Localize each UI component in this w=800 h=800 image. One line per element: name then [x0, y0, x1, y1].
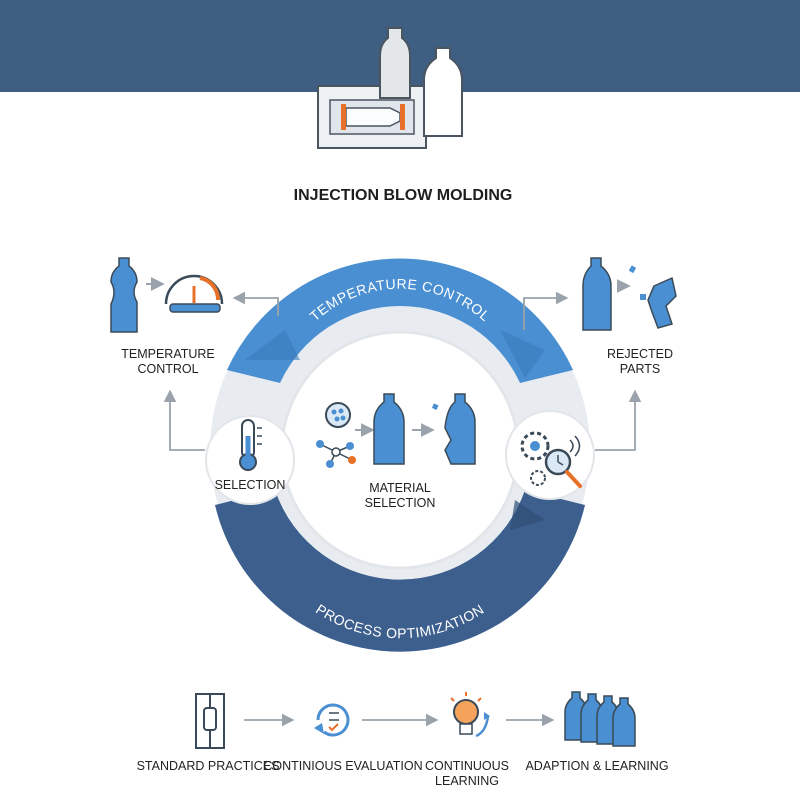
gauge-icon: [164, 274, 224, 313]
bottle-icon-right: [582, 257, 612, 331]
zipper-icon: [195, 693, 225, 749]
left-panel-line2: CONTROL: [137, 362, 198, 376]
warped-bottle-icon: [110, 257, 138, 333]
bottle-icon: [373, 393, 405, 465]
gear-magnifier-icon: [520, 431, 582, 488]
left-panel-line1: TEMPERATURE: [121, 347, 215, 361]
process-cycle: TEMPERATURE CONTROL PROCESS OPTIMIZATION…: [205, 258, 595, 652]
step-3-label-line1: CONTINUOUS: [425, 759, 509, 773]
molding-machine-illustration: [317, 27, 463, 149]
center-label-line1: MATERIAL: [369, 481, 431, 495]
right-panel-line1: REJECTED: [607, 347, 673, 361]
center-label-line2: SELECTION: [365, 496, 436, 510]
broken-bottle-icon: [628, 265, 677, 329]
steps-row: STANDARD PRACTICES CONTINIOUS EVALUATION…: [137, 691, 669, 788]
diagram-title: INJECTION BLOW MOLDING: [294, 187, 513, 204]
step-2-label: CONTINIOUS EVALUATION: [263, 759, 422, 773]
lightbulb-icon: [450, 692, 490, 738]
step-3-label-line2: LEARNING: [435, 774, 499, 788]
step-1-label: STANDARD PRACTICES: [137, 759, 280, 773]
molecule-icon: [316, 402, 356, 468]
rejected-parts-panel: REJECTED PARTS: [582, 257, 677, 376]
right-panel-line2: PARTS: [620, 362, 661, 376]
left-node-label: SELECTION: [215, 478, 286, 492]
thermometer-icon: [239, 419, 262, 471]
bottle-group-icon: [564, 691, 636, 747]
temperature-control-panel: TEMPERATURE CONTROL: [110, 257, 224, 376]
step-4-label: ADAPTION & LEARNING: [525, 759, 668, 773]
connector-arrows: [163, 291, 642, 451]
evaluation-cycle-icon: [314, 703, 350, 737]
defective-bottle-icon: [431, 393, 476, 465]
